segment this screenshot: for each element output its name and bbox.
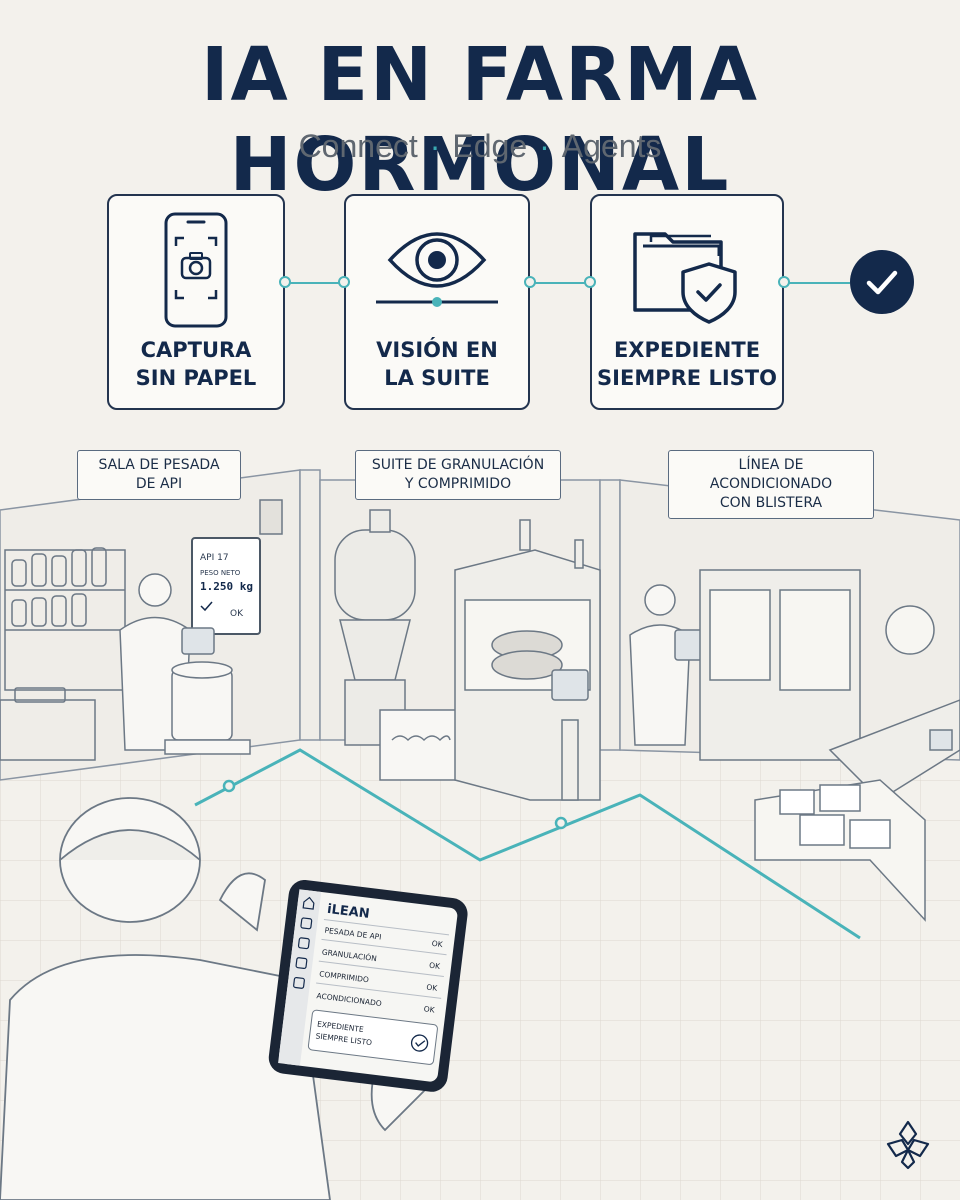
svg-text:1.250 kg: 1.250 kg <box>200 580 253 593</box>
subtitle-connect: Connect <box>298 128 418 164</box>
menu-icon <box>297 937 310 950</box>
step-connector <box>285 282 344 284</box>
subtitle-edge: Edge <box>452 128 528 164</box>
step-connector <box>530 282 590 284</box>
menu-icon <box>300 917 313 930</box>
tablet-row-status: OK <box>423 1004 436 1014</box>
connector-dot <box>338 276 350 288</box>
tablet-row-status: OK <box>429 961 442 971</box>
home-icon <box>302 896 315 910</box>
menu-icon <box>295 957 308 970</box>
scale-display: API 17 PESO NETO 1.250 kg OK <box>191 537 261 635</box>
page-title: IA EN FARMA HORMONAL <box>200 32 760 208</box>
step-connector <box>784 282 850 284</box>
folder-shield-icon <box>633 232 737 324</box>
svg-text:API 17: API 17 <box>200 553 229 563</box>
subtitle-separator: · <box>429 128 441 164</box>
connector-dot <box>279 276 291 288</box>
tablet-row-status: OK <box>431 939 444 949</box>
page-subtitle: Connect · Edge · Agents <box>0 128 960 165</box>
factory-scene-illustration: API 17 PESO NETO 1.250 kg OK <box>0 469 960 1200</box>
connector-dot <box>584 276 596 288</box>
menu-icon <box>293 976 305 989</box>
phone-camera-icon <box>164 212 228 328</box>
eye-icon <box>376 232 498 307</box>
connector-dot <box>778 276 790 288</box>
svg-text:PESO NETO: PESO NETO <box>200 569 241 577</box>
subtitle-agents: Agents <box>561 128 662 164</box>
svg-text:OK: OK <box>230 609 244 619</box>
completed-check-icon <box>850 250 914 314</box>
connector-dot <box>524 276 536 288</box>
brand-logo <box>886 1120 930 1170</box>
tablet-row-status: OK <box>426 983 439 993</box>
subtitle-separator: · <box>539 128 550 164</box>
tablet-brand: iLEAN <box>326 902 370 922</box>
